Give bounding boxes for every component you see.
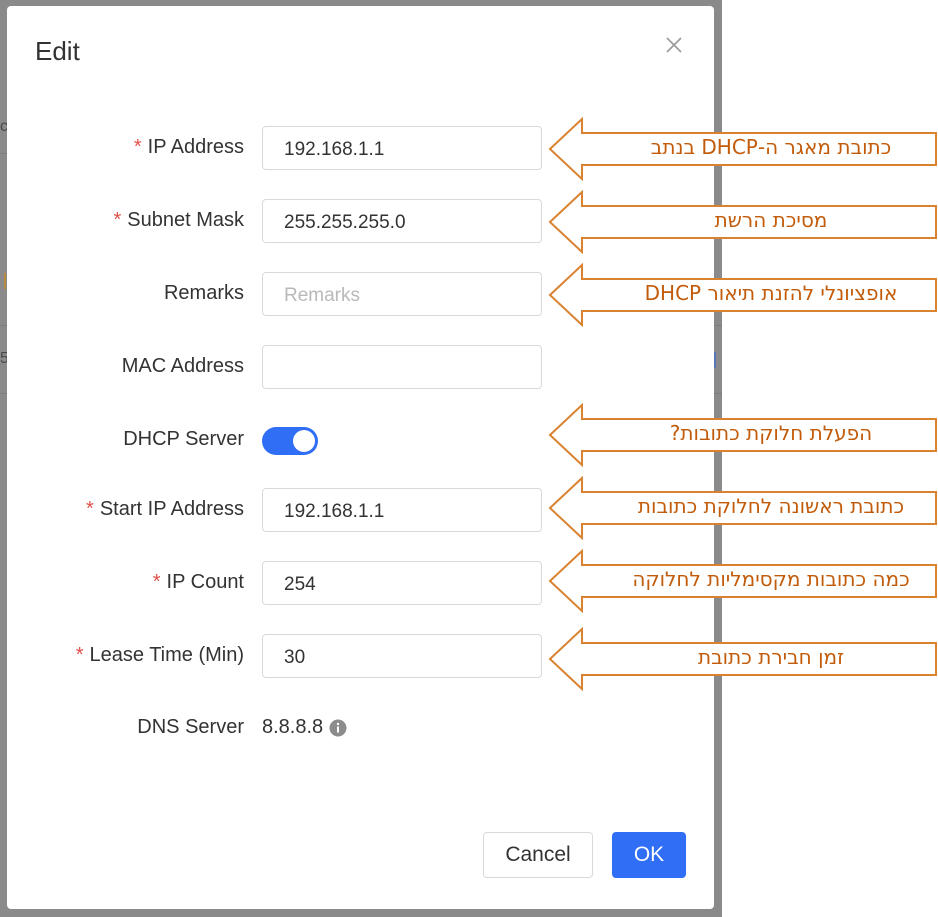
- background-marker: [4, 273, 6, 289]
- callout-dhcp-server: הפעלת חלוקת כתובות?: [548, 403, 938, 467]
- dhcp-server-label: DHCP Server: [123, 428, 244, 451]
- edit-dialog: Edit *IP Address *Subnet Mask Remarks MA…: [7, 6, 714, 909]
- label-text: Start IP Address: [99, 498, 244, 520]
- required-marker: *: [75, 644, 84, 666]
- subnet-mask-input[interactable]: [262, 199, 542, 243]
- dhcp-server-toggle[interactable]: [262, 427, 318, 455]
- form-row-subnet-mask: *Subnet Mask: [7, 199, 714, 245]
- callout-text: כמה כתובות מקסימליות לחלוקה: [632, 567, 910, 591]
- form-row-lease-time: *Lease Time (Min): [7, 634, 714, 680]
- required-marker: *: [133, 136, 142, 158]
- callout-text: זמן חבירת כתובת: [697, 645, 845, 669]
- form-row-mac-address: MAC Address: [7, 345, 714, 391]
- ip-count-label: *IP Count: [153, 571, 244, 594]
- callout-ip-address: כתובת מאגר ה-DHCP בנתב: [548, 117, 938, 181]
- background-text: 5: [0, 350, 9, 367]
- callout-arrow-shape: [548, 403, 937, 467]
- ip-count-input[interactable]: [262, 561, 542, 605]
- dialog-title: Edit: [35, 36, 80, 66]
- remarks-label: Remarks: [164, 282, 244, 305]
- callout-arrow-shape: [548, 190, 937, 254]
- close-button[interactable]: [663, 34, 685, 56]
- callout-text: כתובת ראשונה לחלוקת כתובות: [637, 494, 905, 518]
- ip-address-input[interactable]: [262, 126, 542, 170]
- callout-arrow-shape: [548, 476, 937, 540]
- label-text: Remarks: [163, 282, 244, 304]
- background-marker: [714, 352, 716, 368]
- dns-server-label: DNS Server: [137, 716, 244, 739]
- ip-address-label: *IP Address: [134, 136, 244, 159]
- remarks-input[interactable]: [262, 272, 542, 316]
- callout-arrow-shape: [548, 263, 937, 327]
- callout-text: מסיכת הרשת: [714, 208, 828, 232]
- required-marker: *: [152, 571, 161, 593]
- callout-start-ip: כתובת ראשונה לחלוקת כתובות: [548, 476, 938, 540]
- info-icon[interactable]: [329, 719, 347, 737]
- lease-time-input[interactable]: [262, 634, 542, 678]
- lease-time-label: *Lease Time (Min): [76, 644, 244, 667]
- callout-arrow-shape: [548, 549, 937, 613]
- mac-address-input[interactable]: [262, 345, 542, 389]
- background-text: c: [0, 118, 8, 135]
- callout-lease-time: זמן חבירת כתובת: [548, 627, 938, 691]
- cancel-button[interactable]: Cancel: [483, 832, 593, 878]
- label-text: Lease Time (Min): [89, 644, 245, 666]
- callout-arrow-shape: [548, 117, 937, 181]
- form-row-ip-count: *IP Count: [7, 561, 714, 607]
- required-marker: *: [86, 498, 94, 520]
- start-ip-label: *Start IP Address: [86, 498, 244, 521]
- callout-ip-count: כמה כתובות מקסימליות לחלוקה: [548, 549, 938, 613]
- mac-address-label: MAC Address: [122, 355, 244, 378]
- close-icon: [666, 37, 682, 53]
- form-row-start-ip: *Start IP Address: [7, 488, 714, 534]
- dns-server-value: 8.8.8.8: [262, 716, 324, 738]
- callout-arrow-shape: [548, 627, 937, 691]
- start-ip-input[interactable]: [262, 488, 542, 532]
- form-row-ip-address: *IP Address: [7, 126, 714, 172]
- label-text: IP Count: [166, 571, 244, 593]
- callout-remarks: אופציונלי להזנת תיאור DHCP: [548, 263, 938, 327]
- callout-text: הפעלת חלוקת כתובות?: [669, 421, 873, 445]
- callout-text: אופציונלי להזנת תיאור DHCP: [644, 281, 898, 305]
- subnet-mask-label: *Subnet Mask: [113, 209, 244, 232]
- callout-text: כתובת מאגר ה-DHCP בנתב: [650, 135, 892, 159]
- label-text: Subnet Mask: [127, 209, 244, 231]
- callout-subnet-mask: מסיכת הרשת: [548, 190, 938, 254]
- label-text: DHCP Server: [123, 428, 244, 450]
- required-marker: *: [113, 209, 122, 231]
- toggle-knob: [293, 430, 315, 452]
- label-text: IP Address: [147, 136, 244, 158]
- label-text: MAC Address: [121, 355, 244, 377]
- label-text: DNS Server: [137, 716, 244, 738]
- form-row-dhcp-server: DHCP Server: [7, 418, 714, 464]
- ok-button[interactable]: OK: [612, 832, 686, 878]
- form-row-remarks: Remarks: [7, 272, 714, 318]
- form-row-dns-server: DNS Server 8.8.8.8: [7, 706, 714, 752]
